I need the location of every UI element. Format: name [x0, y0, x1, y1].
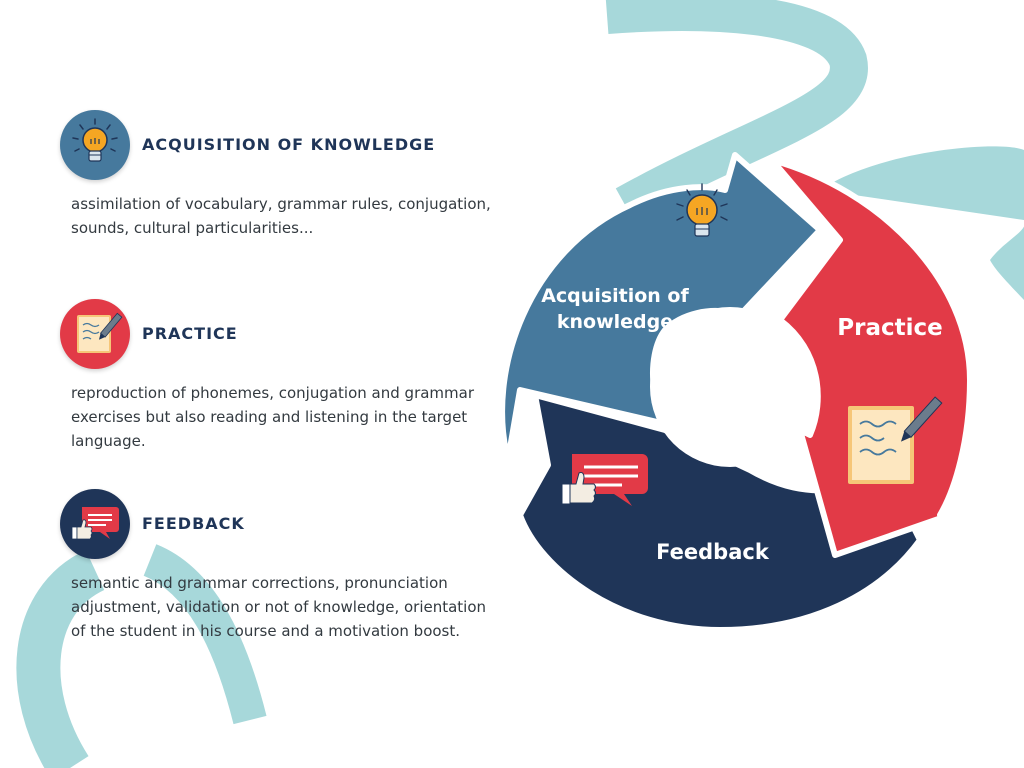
cycle-speech-bubble-thumbs-up-icon	[561, 454, 648, 506]
acquisition-cycle-label: Acquisition of knowledge	[525, 283, 705, 335]
item-practice: PRACTICE reproduction of phonemes, conju…	[60, 299, 500, 459]
practice-cycle-label: Practice	[837, 315, 943, 341]
practice-description: reproduction of phonemes, conjugation an…	[71, 384, 475, 450]
speech-bubble-thumbs-up-icon	[60, 489, 130, 559]
lightbulb-icon	[60, 110, 130, 180]
acquisition-title: ACQUISITION OF KNOWLEDGE	[142, 135, 436, 154]
feedback-arrow	[517, 392, 923, 633]
practice-title: PRACTICE	[142, 324, 238, 343]
cycle-lightbulb-icon	[676, 183, 728, 237]
item-acquisition: ACQUISITION OF KNOWLEDGE assimilation of…	[60, 110, 500, 250]
item-feedback: FEEDBACK semantic and grammar correction…	[60, 489, 500, 669]
teal-swoosh-right	[820, 146, 1024, 300]
acquisition-cycle-label-line1: Acquisition of	[541, 285, 689, 307]
cycle-arrows	[499, 152, 973, 633]
acquisition-cycle-label-line2: knowledge	[556, 311, 674, 333]
teal-swoosh-bottom-left	[16, 550, 106, 768]
practice-arrow	[769, 157, 973, 558]
cycle-notebook-pen-icon	[848, 396, 943, 484]
feedback-title: FEEDBACK	[142, 514, 245, 533]
feedback-description: semantic and grammar corrections, pronun…	[71, 574, 487, 640]
feedback-cycle-label: Feedback	[656, 540, 769, 564]
cycle-diagram: Acquisition of knowledge Practice Feedba…	[480, 130, 1000, 650]
teal-swoosh-top	[605, 0, 868, 222]
teal-swoosh-bottom-left-2	[142, 544, 267, 725]
notebook-pen-icon	[60, 299, 130, 369]
acquisition-description: assimilation of vocabulary, grammar rule…	[71, 195, 491, 237]
